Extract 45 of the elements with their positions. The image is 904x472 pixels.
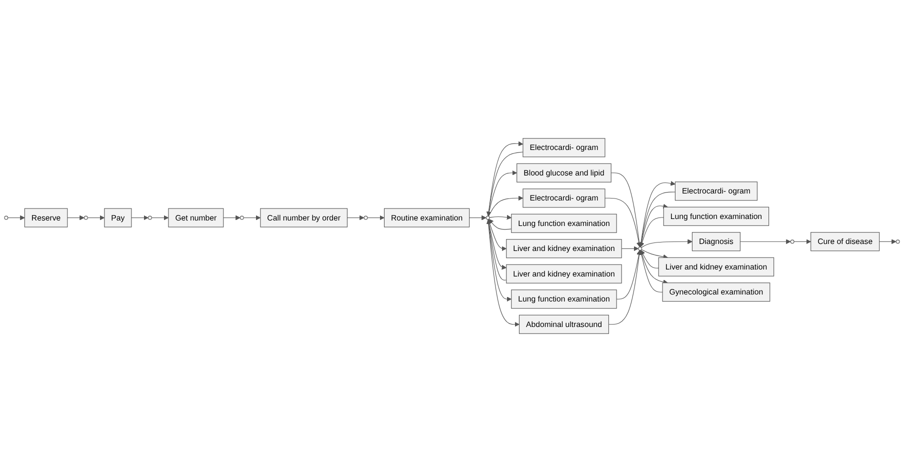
arrow (488, 219, 507, 270)
arrow (608, 250, 642, 325)
arrow (640, 250, 668, 284)
node-circle (4, 216, 8, 220)
arrow (8, 215, 25, 220)
node-circle (364, 216, 368, 220)
arrow (640, 250, 659, 268)
node-circle (240, 216, 244, 220)
arrow (486, 152, 524, 216)
arrow (488, 170, 518, 216)
node-circle (896, 240, 900, 244)
arrow (879, 239, 896, 244)
arrow (469, 215, 486, 220)
node-circle (148, 216, 152, 220)
arrow (641, 249, 668, 260)
arrow (488, 219, 520, 327)
arrow (131, 215, 148, 220)
arrow (488, 218, 512, 230)
arrow (223, 215, 240, 220)
arrow (604, 198, 642, 248)
arrow (621, 246, 639, 252)
arrow (346, 215, 364, 220)
node-circle (790, 240, 794, 244)
arrow (67, 215, 84, 220)
arrow (488, 219, 512, 302)
arrow (639, 250, 663, 292)
arrow (488, 141, 524, 216)
arrow (640, 180, 676, 248)
arrow (151, 215, 169, 220)
arrow (488, 219, 507, 252)
arrow (367, 215, 384, 220)
arrow (489, 214, 512, 220)
arrow (243, 215, 261, 220)
arrow (740, 239, 791, 244)
arrow (640, 217, 664, 248)
arrow (488, 196, 524, 217)
node-circle (638, 246, 642, 251)
arrow (486, 219, 507, 280)
arrow (87, 215, 105, 220)
arrow (638, 192, 676, 248)
node-circle (486, 216, 490, 220)
arrow (794, 239, 812, 244)
arrow (640, 204, 668, 248)
node-circle (84, 216, 88, 220)
arrow (641, 239, 692, 248)
